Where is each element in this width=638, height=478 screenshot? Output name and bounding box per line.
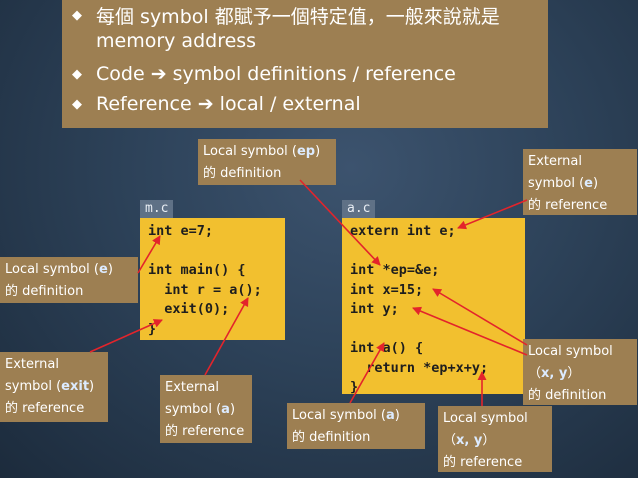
- arrow-y-definition: [412, 306, 528, 356]
- arrow-exit-reference: [89, 319, 163, 353]
- bullet-2-pre: Code: [96, 63, 151, 85]
- diamond-bullet-icon: ◆: [72, 8, 82, 23]
- file-tab-m: m.c: [140, 200, 174, 218]
- arrow-e-external-reference: [457, 199, 528, 230]
- arrow-ep-definition: [299, 179, 381, 266]
- bullet-panel: [62, 0, 548, 128]
- arrow-a-definition: [349, 342, 385, 404]
- bullet-1: 每個 symbol 都賦予一個特定值，一般來說就是 memory address: [96, 5, 500, 53]
- callout-xy-definition: Local symbol （x, y） 的 definition: [523, 339, 637, 405]
- bullet-2: Code ➔ symbol definitions / reference: [96, 62, 456, 86]
- diamond-bullet-icon: ◆: [72, 67, 82, 82]
- callout-ep-definition: Local symbol (ep) 的 definition: [198, 139, 336, 185]
- callout-a-reference: External symbol (a) 的 reference: [160, 375, 252, 443]
- bullet-3: Reference ➔ local / external: [96, 92, 361, 116]
- right-arrow-icon: ➔: [150, 63, 167, 85]
- bullet-3-post: local / external: [213, 93, 361, 115]
- right-arrow-icon: ➔: [197, 93, 214, 115]
- callout-e-external-reference: External symbol (e) 的 reference: [523, 149, 637, 215]
- file-tab-a: a.c: [342, 200, 376, 218]
- bullet-1-line1: 每個 symbol 都賦予一個特定值，一般來說就是: [96, 6, 500, 28]
- bullet-2-post: symbol definitions / reference: [166, 63, 456, 85]
- arrow-x-definition: [432, 288, 528, 346]
- arrow-a-reference: [204, 297, 249, 376]
- callout-xy-reference: Local symbol （x, y） 的 reference: [438, 406, 552, 472]
- callout-a-definition: Local symbol (a) 的 definition: [287, 403, 425, 449]
- bullet-3-pre: Reference: [96, 93, 198, 115]
- callout-exit-reference: External symbol (exit) 的 reference: [0, 352, 108, 422]
- diamond-bullet-icon: ◆: [72, 97, 82, 112]
- code-block-m: int e=7; int main() { int r = a(); exit(…: [140, 218, 285, 340]
- arrow-e-definition: [137, 235, 161, 274]
- callout-e-definition: Local symbol (e) 的 definition: [0, 257, 138, 303]
- bullet-1-line2: memory address: [96, 30, 257, 52]
